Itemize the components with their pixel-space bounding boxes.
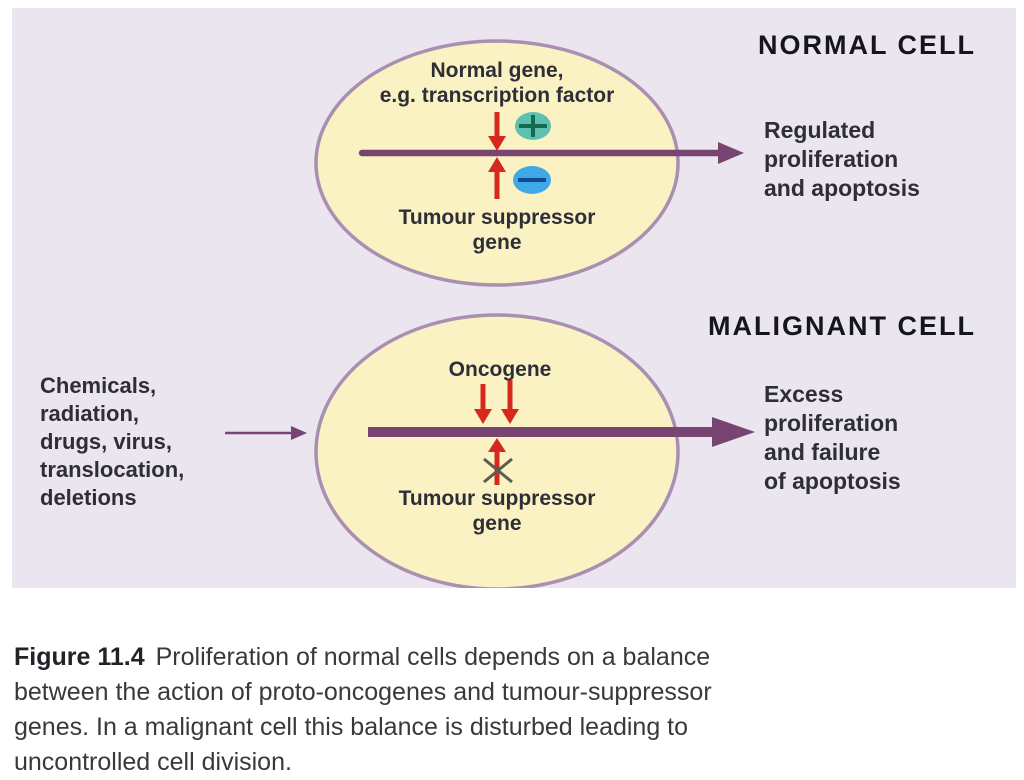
malignant-causes-text: Chemicals, radiation, drugs, virus, tran…: [40, 372, 184, 512]
normal-suppressor-label-line2: gene: [472, 231, 522, 254]
normal-suppressor-label: Tumour suppressor gene: [317, 205, 677, 255]
caption-line4: uncontrolled cell division.: [14, 748, 292, 776]
malignant-suppressor-label: Tumour suppressor gene: [317, 486, 677, 536]
malignant-outcome-line2: proliferation: [764, 410, 899, 436]
normal-outcome-line1: Regulated: [764, 117, 876, 143]
malignant-outcome-line1: Excess: [764, 381, 844, 407]
normal-suppressor-arrow-icon: [488, 157, 506, 199]
malignant-suppressor-label-line2: gene: [472, 512, 522, 535]
malignant-suppressor-label-line1: Tumour suppressor: [398, 487, 596, 510]
malignant-outcome-text: Excess proliferation and failure of apop…: [764, 380, 901, 496]
normal-outcome-text: Regulated proliferation and apoptosis: [764, 116, 920, 203]
normal-suppressor-label-line1: Tumour suppressor: [398, 206, 596, 229]
oncogene-arrows-icon: [474, 380, 519, 424]
causes-line4: translocation,: [40, 457, 185, 482]
caption-line1: Figure 11.4 Proliferation of normal cells…: [14, 640, 1004, 675]
normal-output-arrow-icon: [358, 142, 744, 164]
normal-gene-label: Normal gene, e.g. transcription factor: [317, 58, 677, 108]
causes-line5: deletions: [40, 485, 137, 510]
figure-panel: NORMAL CELL MALIGNANT CELL Normal gene, …: [12, 8, 1016, 588]
malignant-outcome-line3: and failure: [764, 439, 881, 465]
figure-number: Figure 11.4: [14, 643, 145, 671]
normal-activating-arrow-icon: [488, 112, 506, 151]
caption-line2: between the action of proto-oncogenes an…: [14, 678, 712, 706]
cross-icon: [483, 457, 513, 484]
plus-icon: [515, 112, 551, 140]
normal-outcome-line2: proliferation: [764, 146, 899, 172]
normal-cell-heading: NORMAL CELL: [758, 30, 976, 60]
causes-line1: Chemicals,: [40, 373, 157, 398]
normal-gene-label-line2: e.g. transcription factor: [379, 84, 615, 107]
normal-gene-label-line1: Normal gene,: [430, 59, 564, 82]
malignant-output-arrow-icon: [368, 417, 755, 447]
oncogene-label: Oncogene: [448, 358, 552, 381]
normal-outcome-line3: and apoptosis: [764, 175, 920, 201]
causes-line2: radiation,: [40, 401, 140, 426]
causes-arrow-icon: [225, 426, 307, 440]
causes-line3: drugs, virus,: [40, 429, 173, 454]
minus-icon: [513, 166, 551, 194]
diagram-shapes: [225, 39, 755, 588]
caption-line1-text: Proliferation of normal cells depends on…: [155, 643, 711, 671]
malignant-cell-heading: MALIGNANT CELL: [708, 311, 976, 341]
figure-caption: Figure 11.4 Proliferation of normal cells…: [14, 640, 1004, 780]
caption-line3: genes. In a malignant cell this balance …: [14, 713, 689, 741]
malignant-outcome-line4: of apoptosis: [764, 468, 901, 494]
